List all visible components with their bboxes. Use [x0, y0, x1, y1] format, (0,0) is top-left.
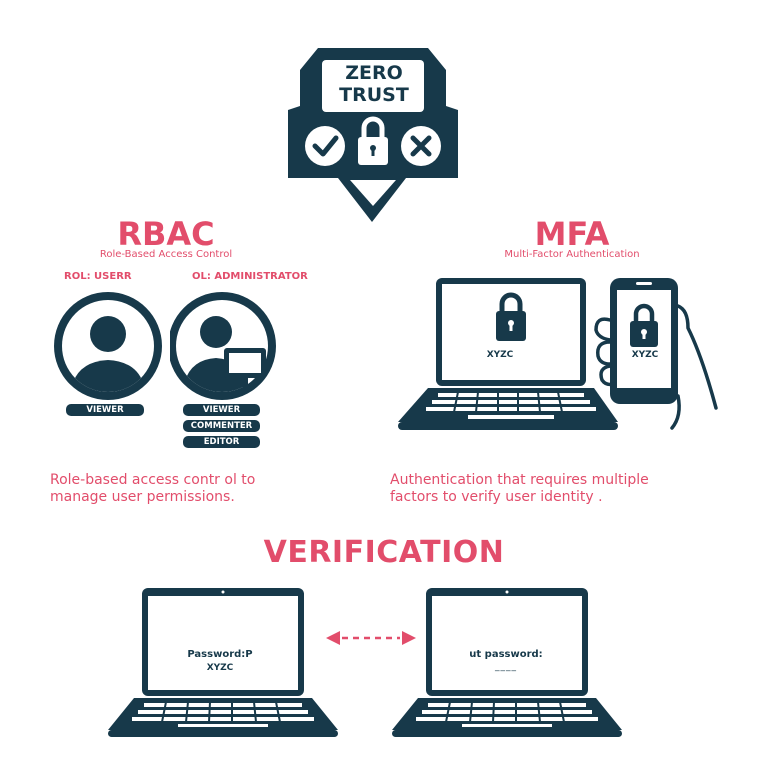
verification-right-laptop-icon: [392, 588, 622, 737]
check-icon: [305, 126, 345, 166]
monitor-icon: [224, 348, 266, 387]
verification-left-laptop-icon: [108, 588, 338, 737]
shield-title-line2: TRUST: [339, 84, 409, 106]
laptop-padlock-icon: [496, 292, 526, 341]
admin-permission-editor: EDITOR: [183, 436, 260, 448]
x-icon: [401, 126, 441, 166]
laptop-code: XYZC: [486, 350, 514, 360]
zero-trust-shield: [288, 48, 458, 222]
phone-code: XYZC: [631, 350, 659, 360]
mfa-phone-icon: [594, 278, 718, 430]
rbac-description-line2: manage user permissions.: [50, 489, 235, 505]
mfa-description-line2: factors to verify user identity .: [390, 489, 603, 505]
mfa-title: MFA: [534, 215, 610, 253]
rbac-subtitle: Role-Based Access Control: [99, 249, 233, 260]
mfa-laptop-icon: [398, 278, 618, 430]
admin-role-label: OL: ADMINISTRATOR: [192, 271, 308, 282]
padlock-icon: [358, 116, 388, 165]
mfa-subtitle: Multi-Factor Authentication: [504, 249, 640, 260]
hand-icon: [594, 304, 718, 430]
shield-title-line1: ZERO: [345, 62, 403, 84]
user-avatar-icon: [54, 292, 162, 400]
admin-permission-commenter: COMMENTER: [183, 420, 260, 432]
password-value: XYZC: [206, 663, 234, 673]
input-password-label: ut password:: [469, 649, 543, 660]
admin-avatar-icon: [170, 292, 276, 400]
phone-padlock-icon: [630, 303, 658, 347]
admin-permission-viewer: VIEWER: [183, 404, 260, 416]
input-password-placeholder: ____: [495, 662, 517, 672]
verification-title: VERIFICATION: [263, 535, 505, 570]
bidirectional-arrow-icon: [326, 631, 416, 645]
user-role-label: ROL: USERR: [64, 271, 132, 282]
rbac-description-line1: Role-based access contr ol to: [50, 472, 256, 488]
user-permission-viewer: VIEWER: [66, 404, 144, 416]
shield-title: ZERO TRUST: [320, 62, 428, 106]
mfa-description-line1: Authentication that requires multiple: [390, 472, 649, 488]
password-label: Password:P: [187, 649, 253, 660]
rbac-title: RBAC: [117, 215, 215, 253]
